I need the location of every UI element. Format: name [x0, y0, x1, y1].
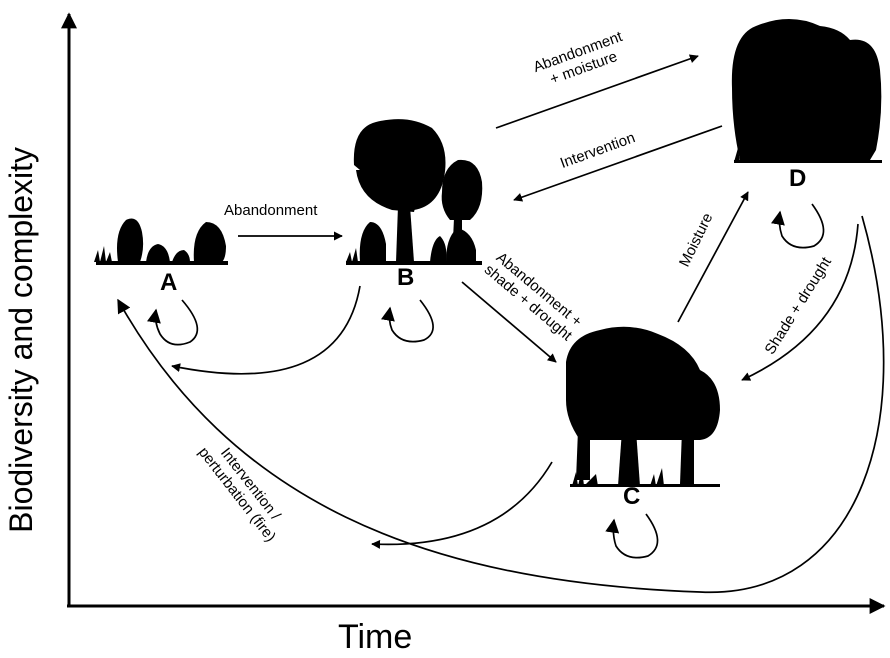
arrow-c-to-d	[677, 191, 749, 323]
state-d-vegetation-illustration	[731, 19, 882, 163]
state-c-vegetation-illustration	[566, 326, 720, 487]
state-label-a: A	[160, 269, 178, 296]
state-label-c: C	[623, 483, 641, 510]
self-loop-a	[147, 299, 199, 346]
arrow-b-to-d	[495, 54, 699, 129]
arrow-b-to-a	[171, 285, 361, 375]
state-a-vegetation-illustration	[94, 218, 228, 265]
state-label-d: D	[789, 165, 807, 192]
arrow-d-to-a	[117, 215, 885, 593]
arrow-b-to-c	[461, 281, 557, 363]
self-loop-d	[771, 203, 825, 249]
y-axis-label: Biodiversity and complexity	[3, 146, 40, 533]
self-loop-c	[605, 513, 659, 559]
arrow-d-to-c	[741, 223, 859, 381]
state-b-vegetation-illustration	[346, 119, 483, 265]
arrow-c-to-a	[371, 461, 553, 549]
arrow-d-to-b	[513, 125, 723, 202]
x-axis-label: Time	[338, 618, 413, 656]
state-label-b: B	[397, 264, 415, 291]
transition-label-a-to-b: Abandonment	[224, 202, 318, 219]
self-loop-b	[381, 299, 434, 343]
